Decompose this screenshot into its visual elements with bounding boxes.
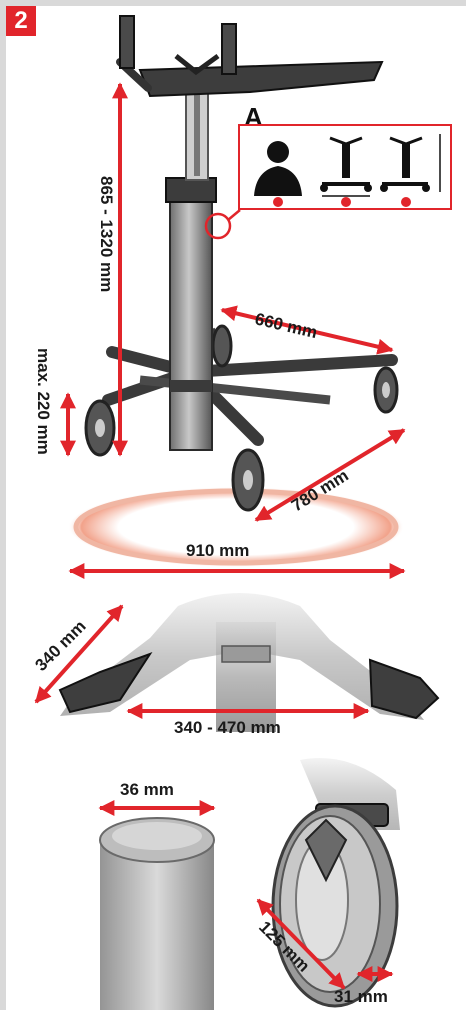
turning-diameter-label: 910 mm: [186, 541, 249, 560]
handle-height-label: 865 - 1320 mm: [97, 176, 116, 292]
armrest-length-label: 340 mm: [31, 617, 89, 675]
wheel-diameter-arrow: [256, 898, 346, 990]
depth-arrow: [220, 305, 394, 355]
legend-box: [238, 124, 452, 210]
callout-connector: [227, 209, 241, 221]
person-silhouette-icon: [254, 141, 302, 207]
page-border-top: [0, 0, 466, 6]
armrest-spacing-label: 340 - 470 mm: [174, 718, 281, 737]
wheel-width-label: 31 mm: [334, 987, 388, 1006]
wheel-illustration: [271, 758, 400, 1008]
armrest-length-arrow: [34, 604, 124, 704]
callout-circle: [204, 212, 232, 240]
tube-diameter-label: 36 mm: [120, 780, 174, 799]
base-depth-label: 660 mm: [253, 309, 319, 342]
page-border-left: [0, 0, 6, 1010]
tube-illustration: [99, 817, 215, 1010]
width-arrow: [254, 428, 406, 522]
rollator-height-icon: [380, 134, 441, 207]
step-number-badge: 2: [6, 6, 36, 36]
rollator-illustration: [84, 15, 399, 512]
max-rise-label: max. 220 mm: [34, 348, 53, 455]
rollator-width-icon: [320, 136, 372, 207]
